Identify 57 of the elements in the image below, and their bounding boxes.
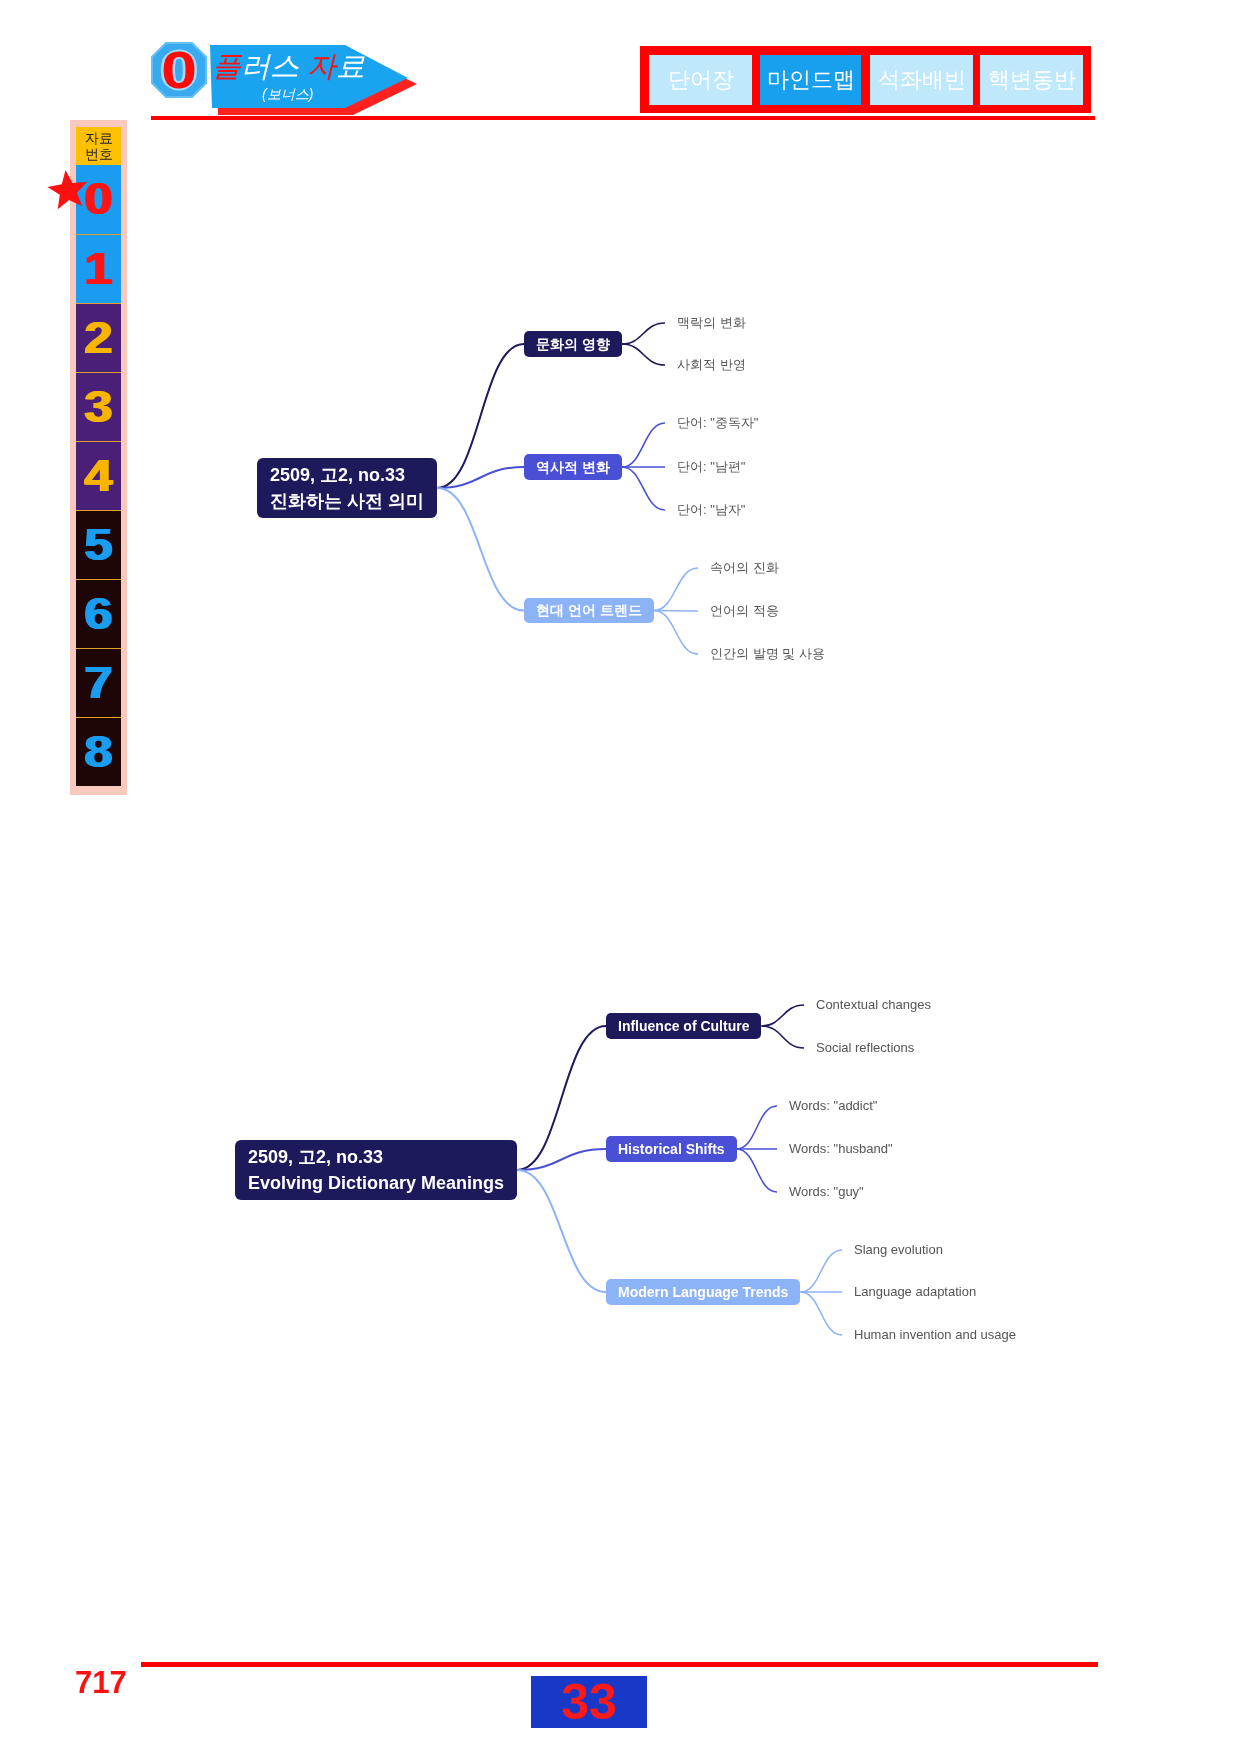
page-code: 717 xyxy=(75,1666,127,1700)
topic-box: 역사적 변화 xyxy=(524,454,622,480)
connector-line xyxy=(760,1025,805,1049)
number-badge: 0 xyxy=(151,42,207,98)
connector-line xyxy=(735,1148,778,1193)
leaf-text: Words: "husband" xyxy=(777,1139,893,1159)
leaf-text: Contextual changes xyxy=(804,995,931,1015)
connector-line xyxy=(653,609,699,655)
nav-tab: 단어장 xyxy=(649,55,752,105)
connector-line xyxy=(799,1291,843,1336)
leaf-text: 언어의 적응 xyxy=(698,601,779,621)
arrow-banner xyxy=(208,44,418,116)
topic-box: Historical Shifts xyxy=(606,1136,737,1162)
nav-tab: 핵변동반 xyxy=(980,55,1083,105)
connector-line xyxy=(516,1169,607,1293)
topic-box: Modern Language Trends xyxy=(606,1279,801,1305)
nav-tab: 마인드맵 xyxy=(760,55,861,105)
topic-box: 문화의 영향 xyxy=(524,331,622,357)
number-cell: 6 xyxy=(76,579,121,648)
topic-box: Influence of Culture xyxy=(606,1013,762,1039)
banner-subtitle: (보너스) xyxy=(262,86,314,103)
nav-tab: 석좌배빈 xyxy=(870,55,973,105)
number-cell: 2 xyxy=(76,303,121,372)
number-cell: 5 xyxy=(76,510,121,579)
leaf-text: Social reflections xyxy=(804,1038,915,1058)
root-title: 진화하는 사전 의미 xyxy=(270,490,424,513)
leaf-text: 맥락의 변화 xyxy=(665,313,746,333)
leaf-text: 단어: "중독자" xyxy=(665,413,759,433)
banner-title: 플러스 자료 xyxy=(212,49,366,84)
root-heading: 2509, 고2, no.33 xyxy=(270,464,407,487)
connector-line xyxy=(621,343,666,366)
leaf-text: Words: "guy" xyxy=(777,1182,864,1202)
topic-box: 현대 언어 트렌드 xyxy=(524,598,654,623)
number-cell: 4 xyxy=(76,441,121,510)
leaf-text: Words: "addict" xyxy=(777,1096,878,1116)
root-title: Evolving Dictionary Meanings xyxy=(248,1172,505,1195)
header-cell: 자료 번호 xyxy=(76,127,121,165)
leaf-text: 단어: "남편" xyxy=(665,457,746,477)
leaf-text: 단어: "남자" xyxy=(665,500,746,520)
number-cell: 7 xyxy=(76,648,121,717)
root-box xyxy=(257,458,437,518)
leaf-text: 사회적 반영 xyxy=(665,355,746,375)
number-cell: 3 xyxy=(76,372,121,441)
leaf-text: 속어의 진화 xyxy=(698,558,779,578)
leaf-text: Language adaptation xyxy=(842,1282,977,1302)
connector-line xyxy=(621,466,666,511)
leaf-text: Slang evolution xyxy=(842,1240,943,1260)
page-number-box: 33 xyxy=(531,1676,647,1728)
connector-line xyxy=(653,567,699,612)
number-cell: 0 xyxy=(76,165,121,234)
root-box xyxy=(235,1140,518,1200)
root-heading: 2509, 고2, no.33 xyxy=(248,1146,385,1169)
number-cell: 8 xyxy=(76,717,121,786)
leaf-text: Human invention and usage xyxy=(842,1325,1016,1345)
leaf-text: 인간의 발명 및 사용 xyxy=(698,644,825,664)
connector-line xyxy=(436,487,525,612)
number-cell: 1 xyxy=(76,234,121,303)
